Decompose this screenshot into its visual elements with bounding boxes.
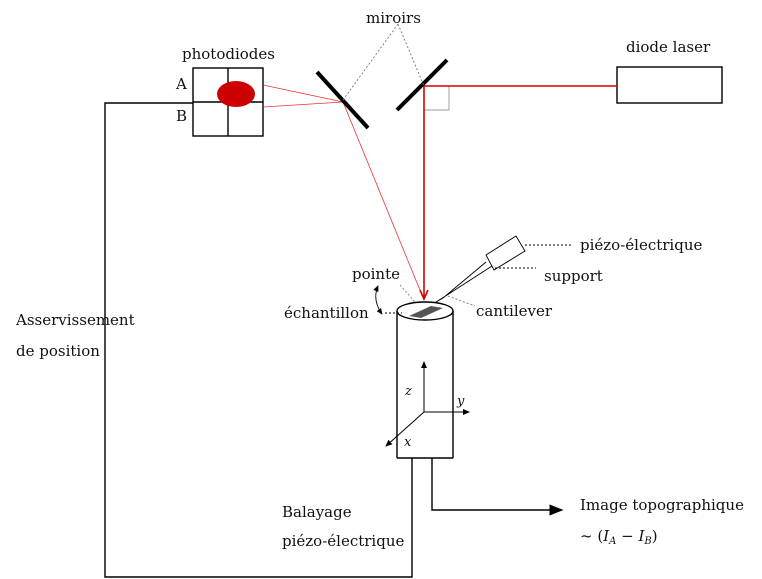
laser-beam [419, 85, 617, 301]
sample-piece [409, 306, 443, 318]
pointe-label: pointe [352, 265, 400, 283]
output-arrow [431, 458, 564, 516]
quadrant-label-b: B [176, 107, 187, 125]
axis-z-label: z [404, 384, 412, 399]
support-label: support [544, 267, 603, 285]
image-formula: ~ (IA − IB) [580, 527, 658, 547]
photodiodes-label: photodiodes [182, 45, 275, 63]
asserv-label-line2: de position [16, 342, 100, 360]
photodiode-quadrant [192, 67, 264, 137]
quadrant-label-a: A [175, 75, 187, 93]
laser-spot [217, 81, 255, 107]
cantilever-label: cantilever [476, 302, 553, 320]
scanner-cylinder [396, 301, 454, 459]
mirrors-label: miroirs [366, 9, 421, 27]
diode-laser-label: diode laser [626, 38, 711, 56]
balayage-label-line2: piézo-électrique [282, 532, 404, 550]
asserv-label-line1: Asservissement [15, 311, 135, 329]
balayage-label-line1: Balayage [282, 503, 352, 521]
axis-y-label: y [456, 394, 465, 409]
feedback-loop [104, 102, 413, 578]
reflected-beams [262, 84, 425, 301]
axis-x-label: x [404, 435, 412, 450]
mirror-right [395, 58, 449, 112]
piezo-top-label: piézo-électrique [580, 236, 702, 254]
mirror-left [315, 70, 370, 130]
mirrors [315, 23, 450, 130]
diode-laser [616, 66, 723, 104]
axes [385, 361, 470, 447]
echantillon-label: échantillon [284, 304, 369, 322]
image-label-line1: Image topographique [580, 496, 744, 514]
